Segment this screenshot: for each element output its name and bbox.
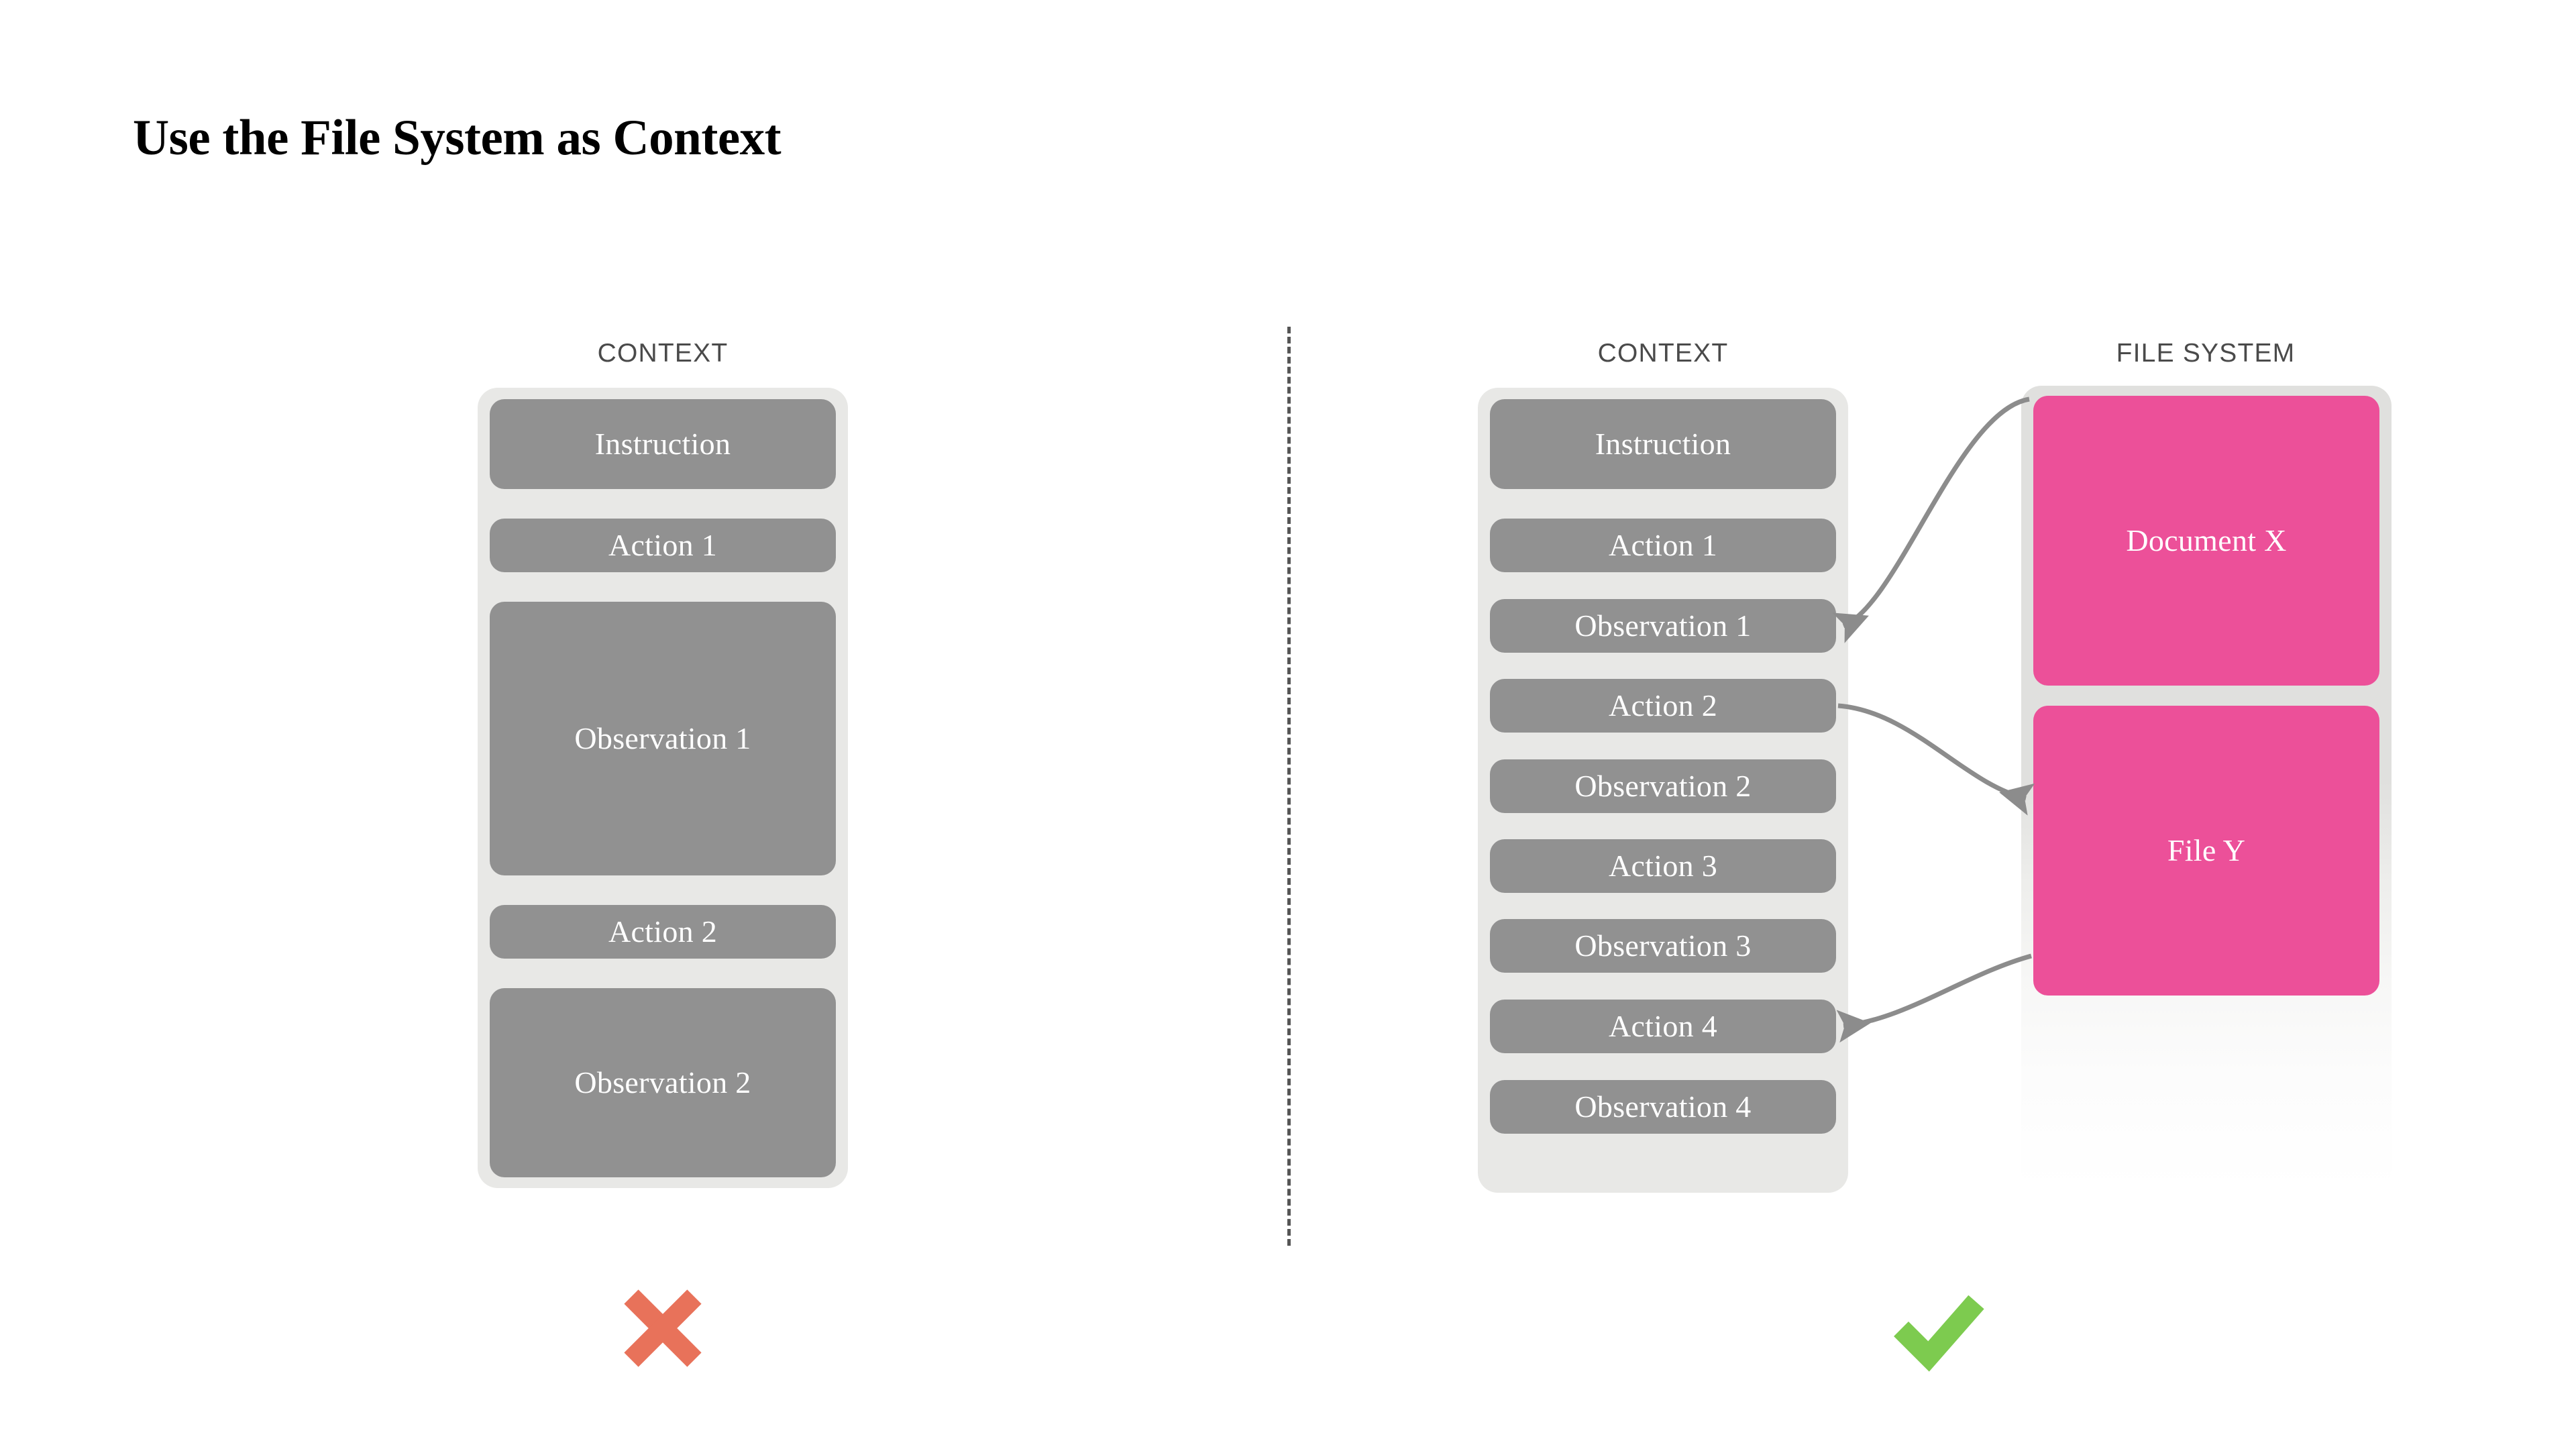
- block-label: Observation 4: [1574, 1089, 1752, 1124]
- block-label: Observation 3: [1574, 928, 1752, 963]
- file-system-heading: FILE SYSTEM: [2116, 339, 2296, 368]
- block-label: Document X: [2126, 523, 2287, 557]
- block-label: Action 4: [1608, 1009, 1718, 1043]
- block-label: Action 1: [1608, 528, 1718, 562]
- block-label: Action 2: [1608, 688, 1718, 722]
- left-block-action-1[interactable]: Action 1: [490, 519, 836, 572]
- block-label: Action 1: [608, 528, 718, 562]
- block-label: File Y: [2167, 833, 2246, 867]
- right-block-action-1[interactable]: Action 1: [1490, 519, 1836, 572]
- right-block-observation-1[interactable]: Observation 1: [1490, 599, 1836, 653]
- vertical-divider: [1287, 327, 1291, 1246]
- right-context-heading: CONTEXT: [1597, 339, 1729, 368]
- right-block-observation-3[interactable]: Observation 3: [1490, 919, 1836, 973]
- left-block-observation-1[interactable]: Observation 1: [490, 602, 836, 875]
- block-label: Observation 1: [1574, 608, 1752, 643]
- right-block-observation-2[interactable]: Observation 2: [1490, 759, 1836, 813]
- left-block-observation-2[interactable]: Observation 2: [490, 988, 836, 1177]
- file-block-file-y[interactable]: File Y: [2033, 706, 2379, 996]
- left-context-heading: CONTEXT: [597, 339, 729, 368]
- right-block-action-4[interactable]: Action 4: [1490, 1000, 1836, 1053]
- block-label: Action 2: [608, 914, 718, 949]
- block-label: Observation 1: [574, 721, 751, 755]
- right-block-observation-4[interactable]: Observation 4: [1490, 1080, 1836, 1134]
- left-block-action-2[interactable]: Action 2: [490, 905, 836, 959]
- check-mark-icon: [1892, 1285, 1986, 1375]
- cross-mark-icon: [619, 1285, 706, 1375]
- right-block-instruction[interactable]: Instruction: [1490, 399, 1836, 489]
- arrow-document-x-to-observation-1: [1832, 396, 2030, 643]
- right-block-action-3[interactable]: Action 3: [1490, 839, 1836, 893]
- block-label: Instruction: [1595, 427, 1731, 461]
- left-block-instruction[interactable]: Instruction: [490, 399, 836, 489]
- block-label: Action 3: [1608, 849, 1718, 883]
- block-label: Observation 2: [574, 1065, 751, 1099]
- file-block-document-x[interactable]: Document X: [2033, 396, 2379, 686]
- block-label: Instruction: [594, 427, 731, 461]
- arrow-action-2-to-file-y: [1837, 703, 2035, 816]
- block-label: Observation 2: [1574, 769, 1752, 803]
- page-title: Use the File System as Context: [133, 110, 782, 166]
- arrow-file-y-to-action-4: [1836, 953, 2032, 1043]
- right-block-action-2[interactable]: Action 2: [1490, 679, 1836, 733]
